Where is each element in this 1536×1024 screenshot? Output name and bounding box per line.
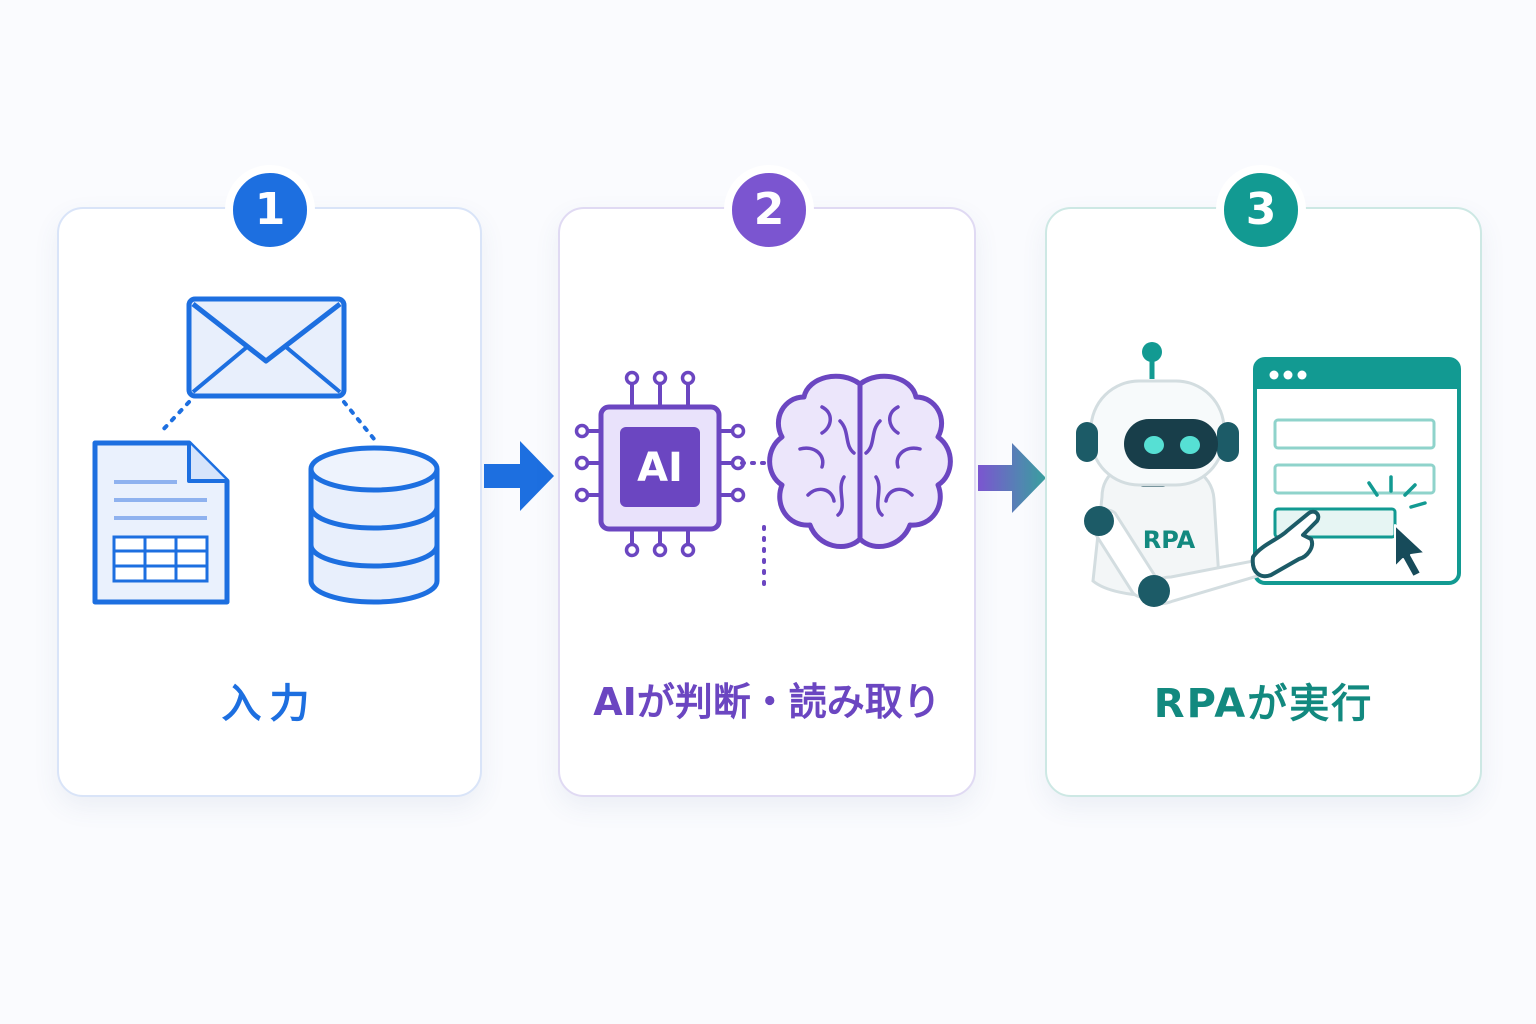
cursor-icon: [1394, 524, 1426, 578]
robot-icon: RPA: [1076, 342, 1321, 607]
brain-icon: [767, 373, 953, 549]
mail-icon: [186, 296, 347, 399]
chip-label: AI: [637, 445, 683, 491]
input-icons: [92, 296, 440, 605]
robot-chest-label: RPA: [1143, 526, 1196, 554]
ai-chip-icon: AI: [574, 370, 746, 558]
step-label: AIが判断・読み取り: [593, 680, 941, 724]
step-number-badge: 1: [225, 165, 315, 255]
step-label: 入力: [221, 681, 318, 727]
rpa-icons: RPA: [1076, 342, 1461, 607]
arrow-right-icon: [484, 441, 554, 511]
document-table-icon: [92, 440, 230, 605]
step-card-rpa: 3: [1045, 165, 1482, 797]
step-label: RPAが実行: [1153, 681, 1374, 727]
step-card-input: 1: [57, 165, 482, 797]
step-number-badge: 3: [1216, 165, 1306, 255]
step-number-badge: 2: [724, 165, 814, 255]
ai-icons: AI: [574, 370, 953, 595]
arrow-right-icon: [978, 443, 1046, 513]
step-card-ai: 2: [558, 165, 976, 797]
database-icon: [308, 445, 440, 605]
